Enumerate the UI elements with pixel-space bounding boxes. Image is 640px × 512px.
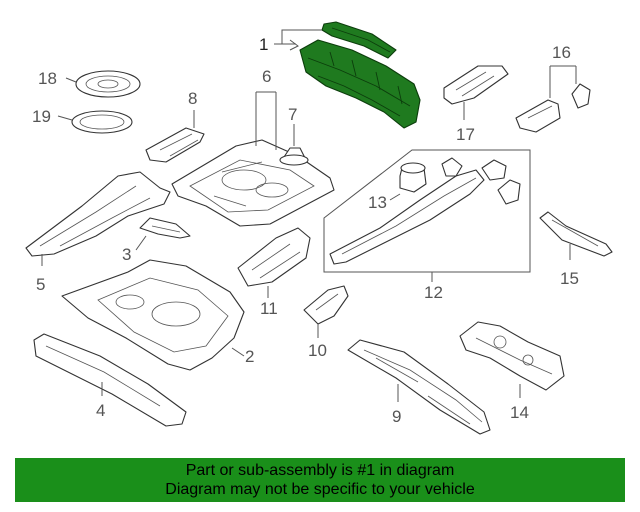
- part-6-floor-pan[interactable]: [171, 139, 335, 227]
- callout-19: 19: [32, 107, 51, 126]
- part-13-mount[interactable]: [399, 162, 427, 193]
- leader-1: [274, 29, 322, 51]
- leader-19: [57, 115, 73, 121]
- vehicle-fit-banner: Part or sub-assembly is #1 in diagram Di…: [15, 458, 625, 502]
- part-14-reinforcement[interactable]: [459, 321, 565, 391]
- callout-9: 9: [392, 407, 401, 426]
- leader-18: [65, 77, 77, 83]
- callout-3: 3: [122, 245, 131, 264]
- leader-3: [135, 235, 147, 251]
- part-8-bracket[interactable]: [145, 127, 205, 163]
- leader-13: [389, 193, 401, 201]
- callout-16: 16: [552, 43, 571, 62]
- callout-2: 2: [245, 347, 254, 366]
- callout-15: 15: [560, 269, 579, 288]
- leader-16: [549, 65, 577, 98]
- callout-4: 4: [96, 401, 105, 420]
- banner-line-1: Part or sub-assembly is #1 in diagram: [185, 462, 455, 479]
- part-9-side-member[interactable]: [347, 339, 491, 435]
- callout-10: 10: [308, 341, 327, 360]
- callout-7: 7: [288, 105, 297, 124]
- part-15-strip[interactable]: [539, 211, 613, 257]
- callout-17: 17: [456, 125, 475, 144]
- callout-5: 5: [36, 275, 45, 294]
- part-2-floor-panel[interactable]: [61, 259, 245, 371]
- callout-8: 8: [188, 89, 197, 108]
- part-3-bracket[interactable]: [139, 217, 191, 239]
- callout-6: 6: [262, 67, 271, 86]
- part-11-bracket[interactable]: [237, 227, 311, 287]
- callout-1: 1: [259, 35, 268, 54]
- part-5-side-rail[interactable]: [25, 171, 171, 257]
- part-10-bracket[interactable]: [303, 285, 349, 325]
- part-17-plate[interactable]: [443, 65, 509, 105]
- callout-12: 12: [424, 283, 443, 302]
- callout-11: 11: [260, 299, 278, 318]
- callout-18: 18: [38, 69, 57, 88]
- part-16-bracket[interactable]: [515, 83, 591, 133]
- parts-diagram: 1 2 3 4 5 6 7 8 9 10 11 12 13 14 15 16 1…: [25, 21, 613, 435]
- part-18-plug[interactable]: [75, 70, 141, 98]
- part-1-rear-panel[interactable]: [299, 21, 421, 129]
- leader-2: [231, 347, 245, 357]
- part-12-rail-assembly[interactable]: [329, 157, 521, 265]
- part-12-assembly-box: [323, 149, 531, 273]
- leader-6: [255, 91, 277, 150]
- part-7-bracket[interactable]: [279, 147, 309, 166]
- banner-line-2: Diagram may not be specific to your vehi…: [165, 481, 475, 498]
- part-4-lower-rail[interactable]: [33, 333, 187, 427]
- part-19-plug[interactable]: [71, 110, 133, 134]
- callout-14: 14: [510, 403, 529, 422]
- callout-13: 13: [368, 193, 387, 212]
